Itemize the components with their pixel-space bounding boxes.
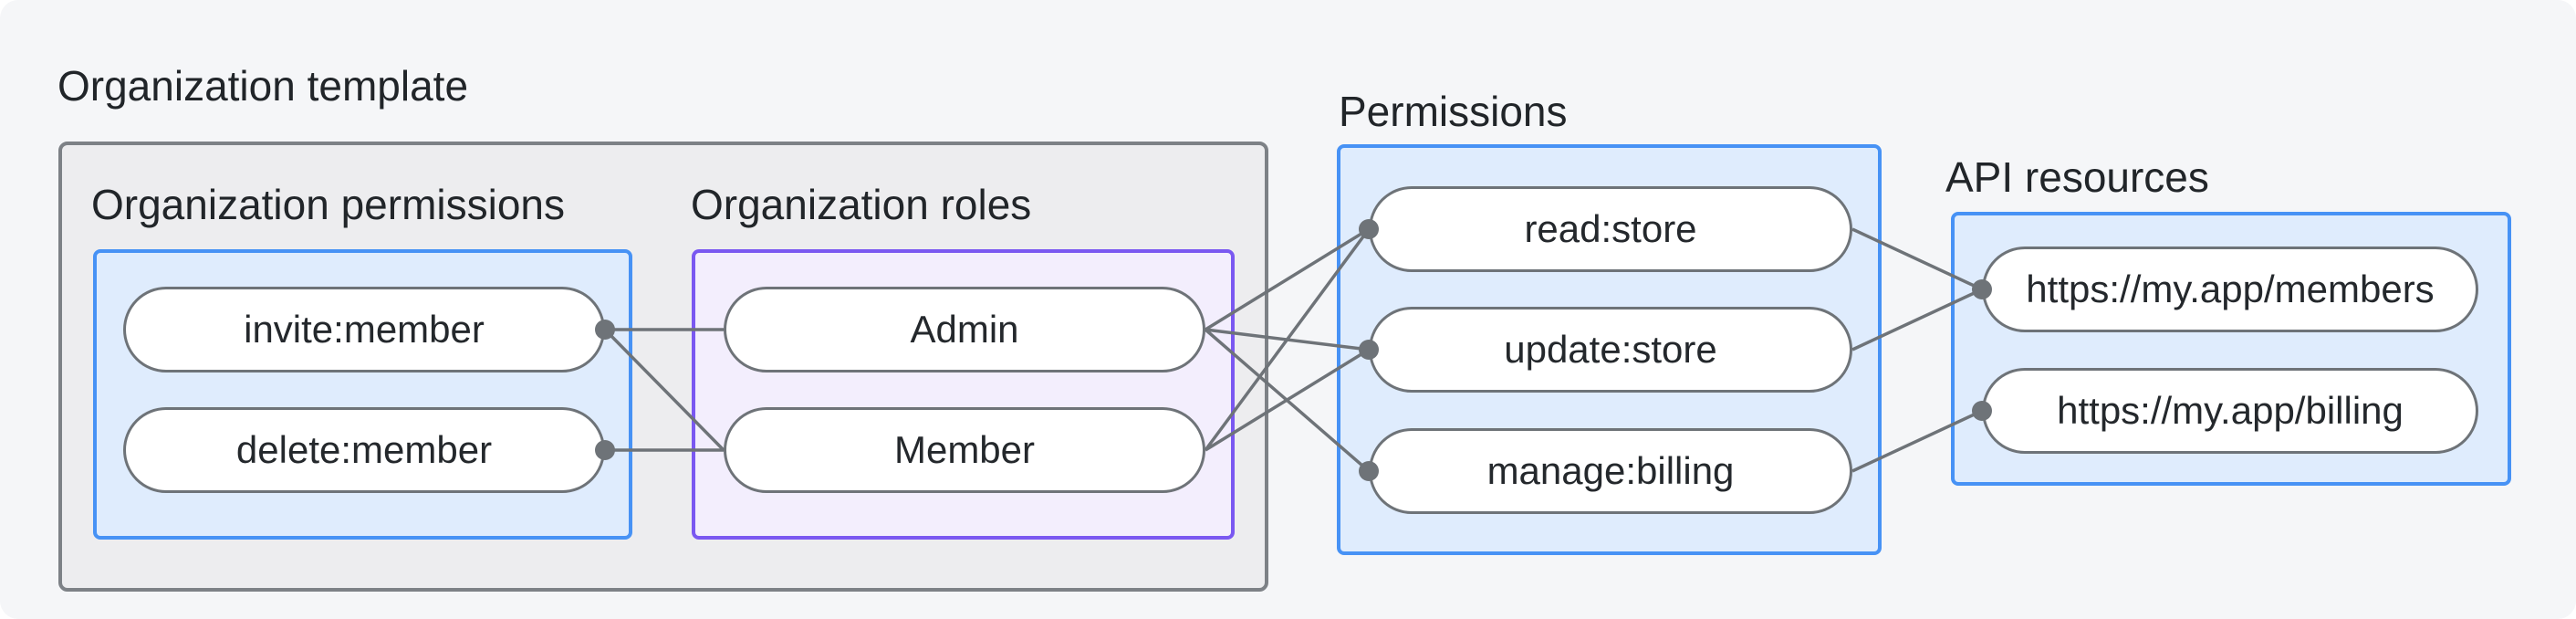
node-invite-member: invite:member [123, 287, 605, 372]
node-update-store: update:store [1369, 307, 1852, 393]
node-delete-member: delete:member [123, 407, 605, 493]
node-read-store: read:store [1369, 186, 1852, 272]
organization-permissions-label: Organization permissions [91, 181, 566, 228]
api-resources-label: API resources [1945, 153, 2209, 201]
node-members-url: https://my.app/members [1982, 247, 2478, 332]
node-admin-role: Admin [724, 287, 1205, 372]
node-manage-billing: manage:billing [1369, 428, 1852, 514]
permissions-label: Permissions [1339, 88, 1568, 135]
organization-template-label: Organization template [57, 62, 469, 110]
organization-roles-label: Organization roles [691, 181, 1032, 228]
node-member-role: Member [724, 407, 1205, 493]
node-billing-url: https://my.app/billing [1982, 368, 2478, 454]
